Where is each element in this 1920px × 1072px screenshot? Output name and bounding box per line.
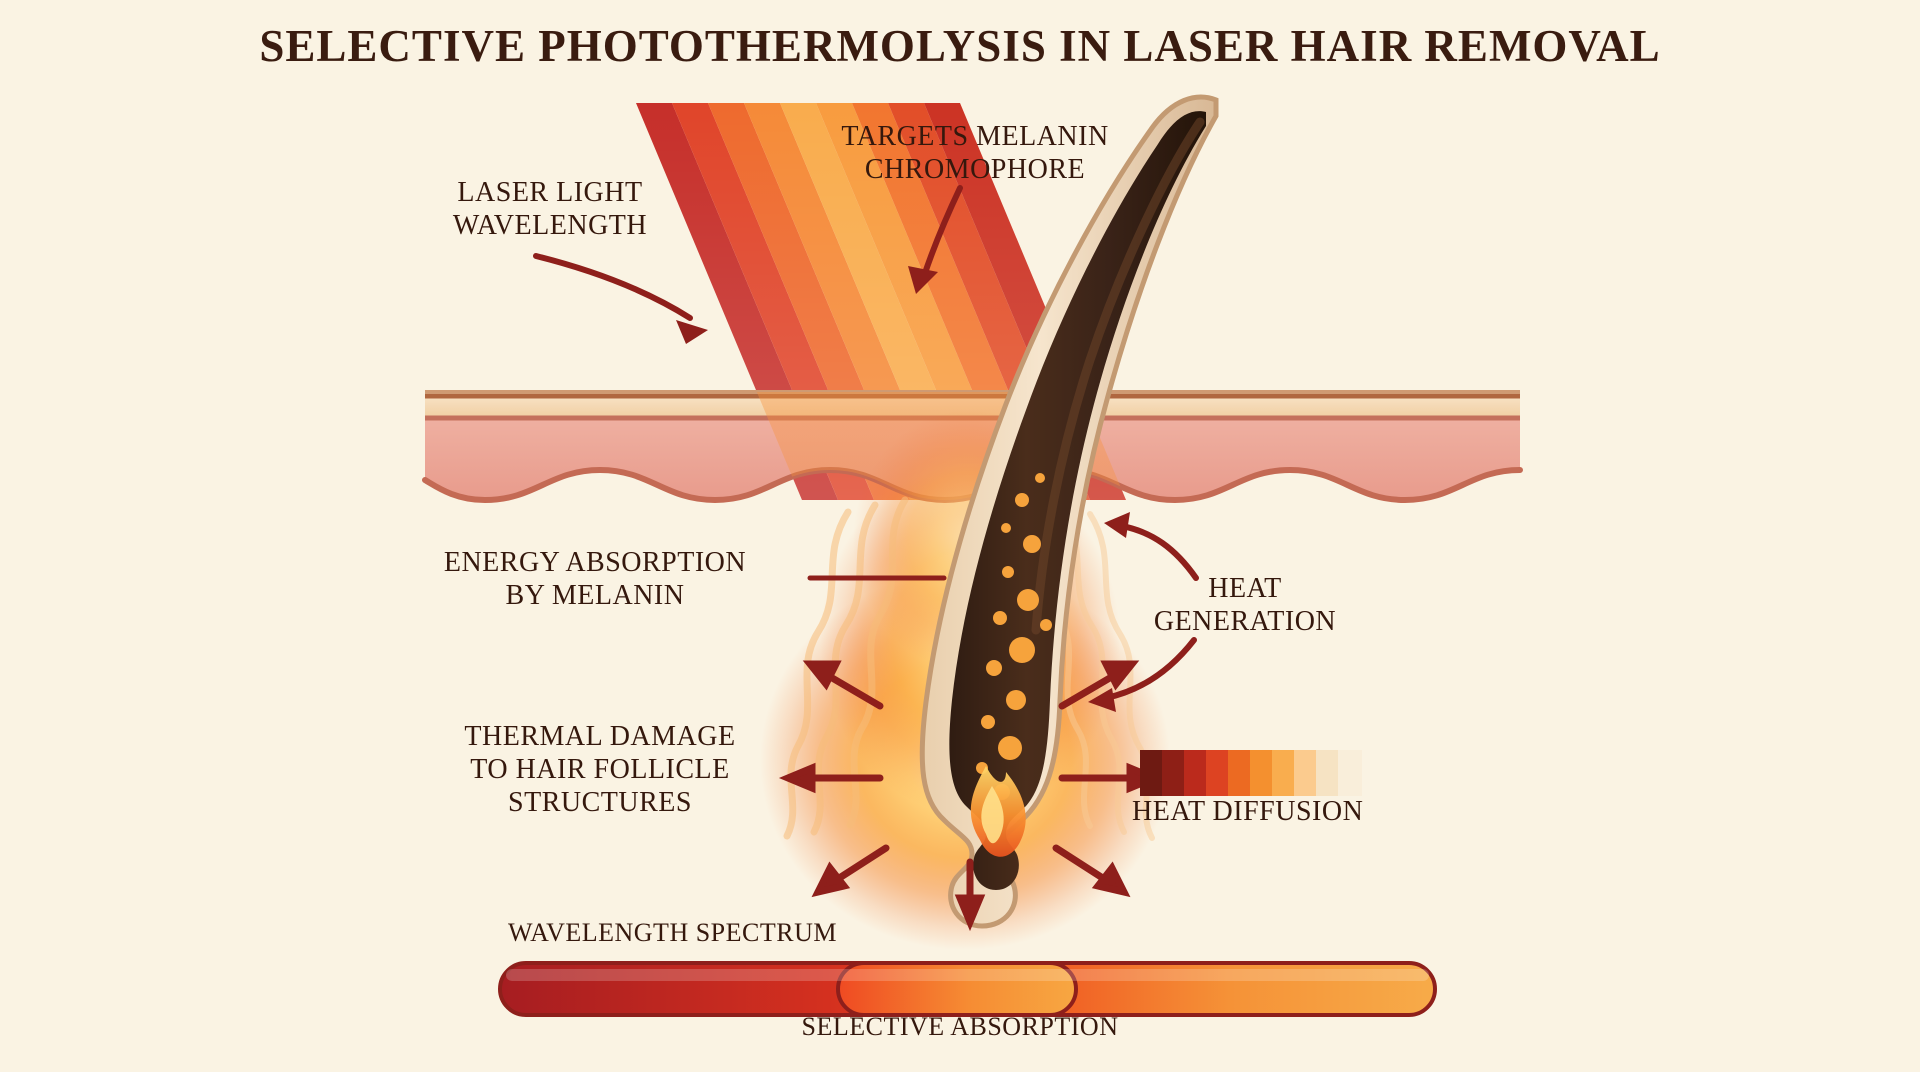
arrow-left [778,762,884,794]
heat-diffusion-swatches [1140,750,1362,796]
melanin-pointer-arrow [921,185,963,279]
heat-gen-arrow-upper [1119,523,1199,581]
thermal-damage-arrows [778,660,1164,932]
wavelength-spectrum-bar[interactable] [498,961,1437,1017]
arrow-down-right [1052,844,1131,898]
arrow-down-left [811,844,890,898]
hair-follicle [919,94,1219,929]
arrow-down [954,858,986,932]
arrow-up-left [802,660,884,710]
pointer-arrows [533,185,1199,712]
laser-pointer-arrow [533,253,693,321]
arrow-up-right [1058,660,1140,710]
page-title: SELECTIVE PHOTOTHERMOLYSIS IN LASER HAIR… [259,21,1661,71]
heat-diffusion-legend [1140,750,1362,796]
melanin-granules [976,473,1052,800]
heat-gen-arrow-lower [1103,637,1197,701]
